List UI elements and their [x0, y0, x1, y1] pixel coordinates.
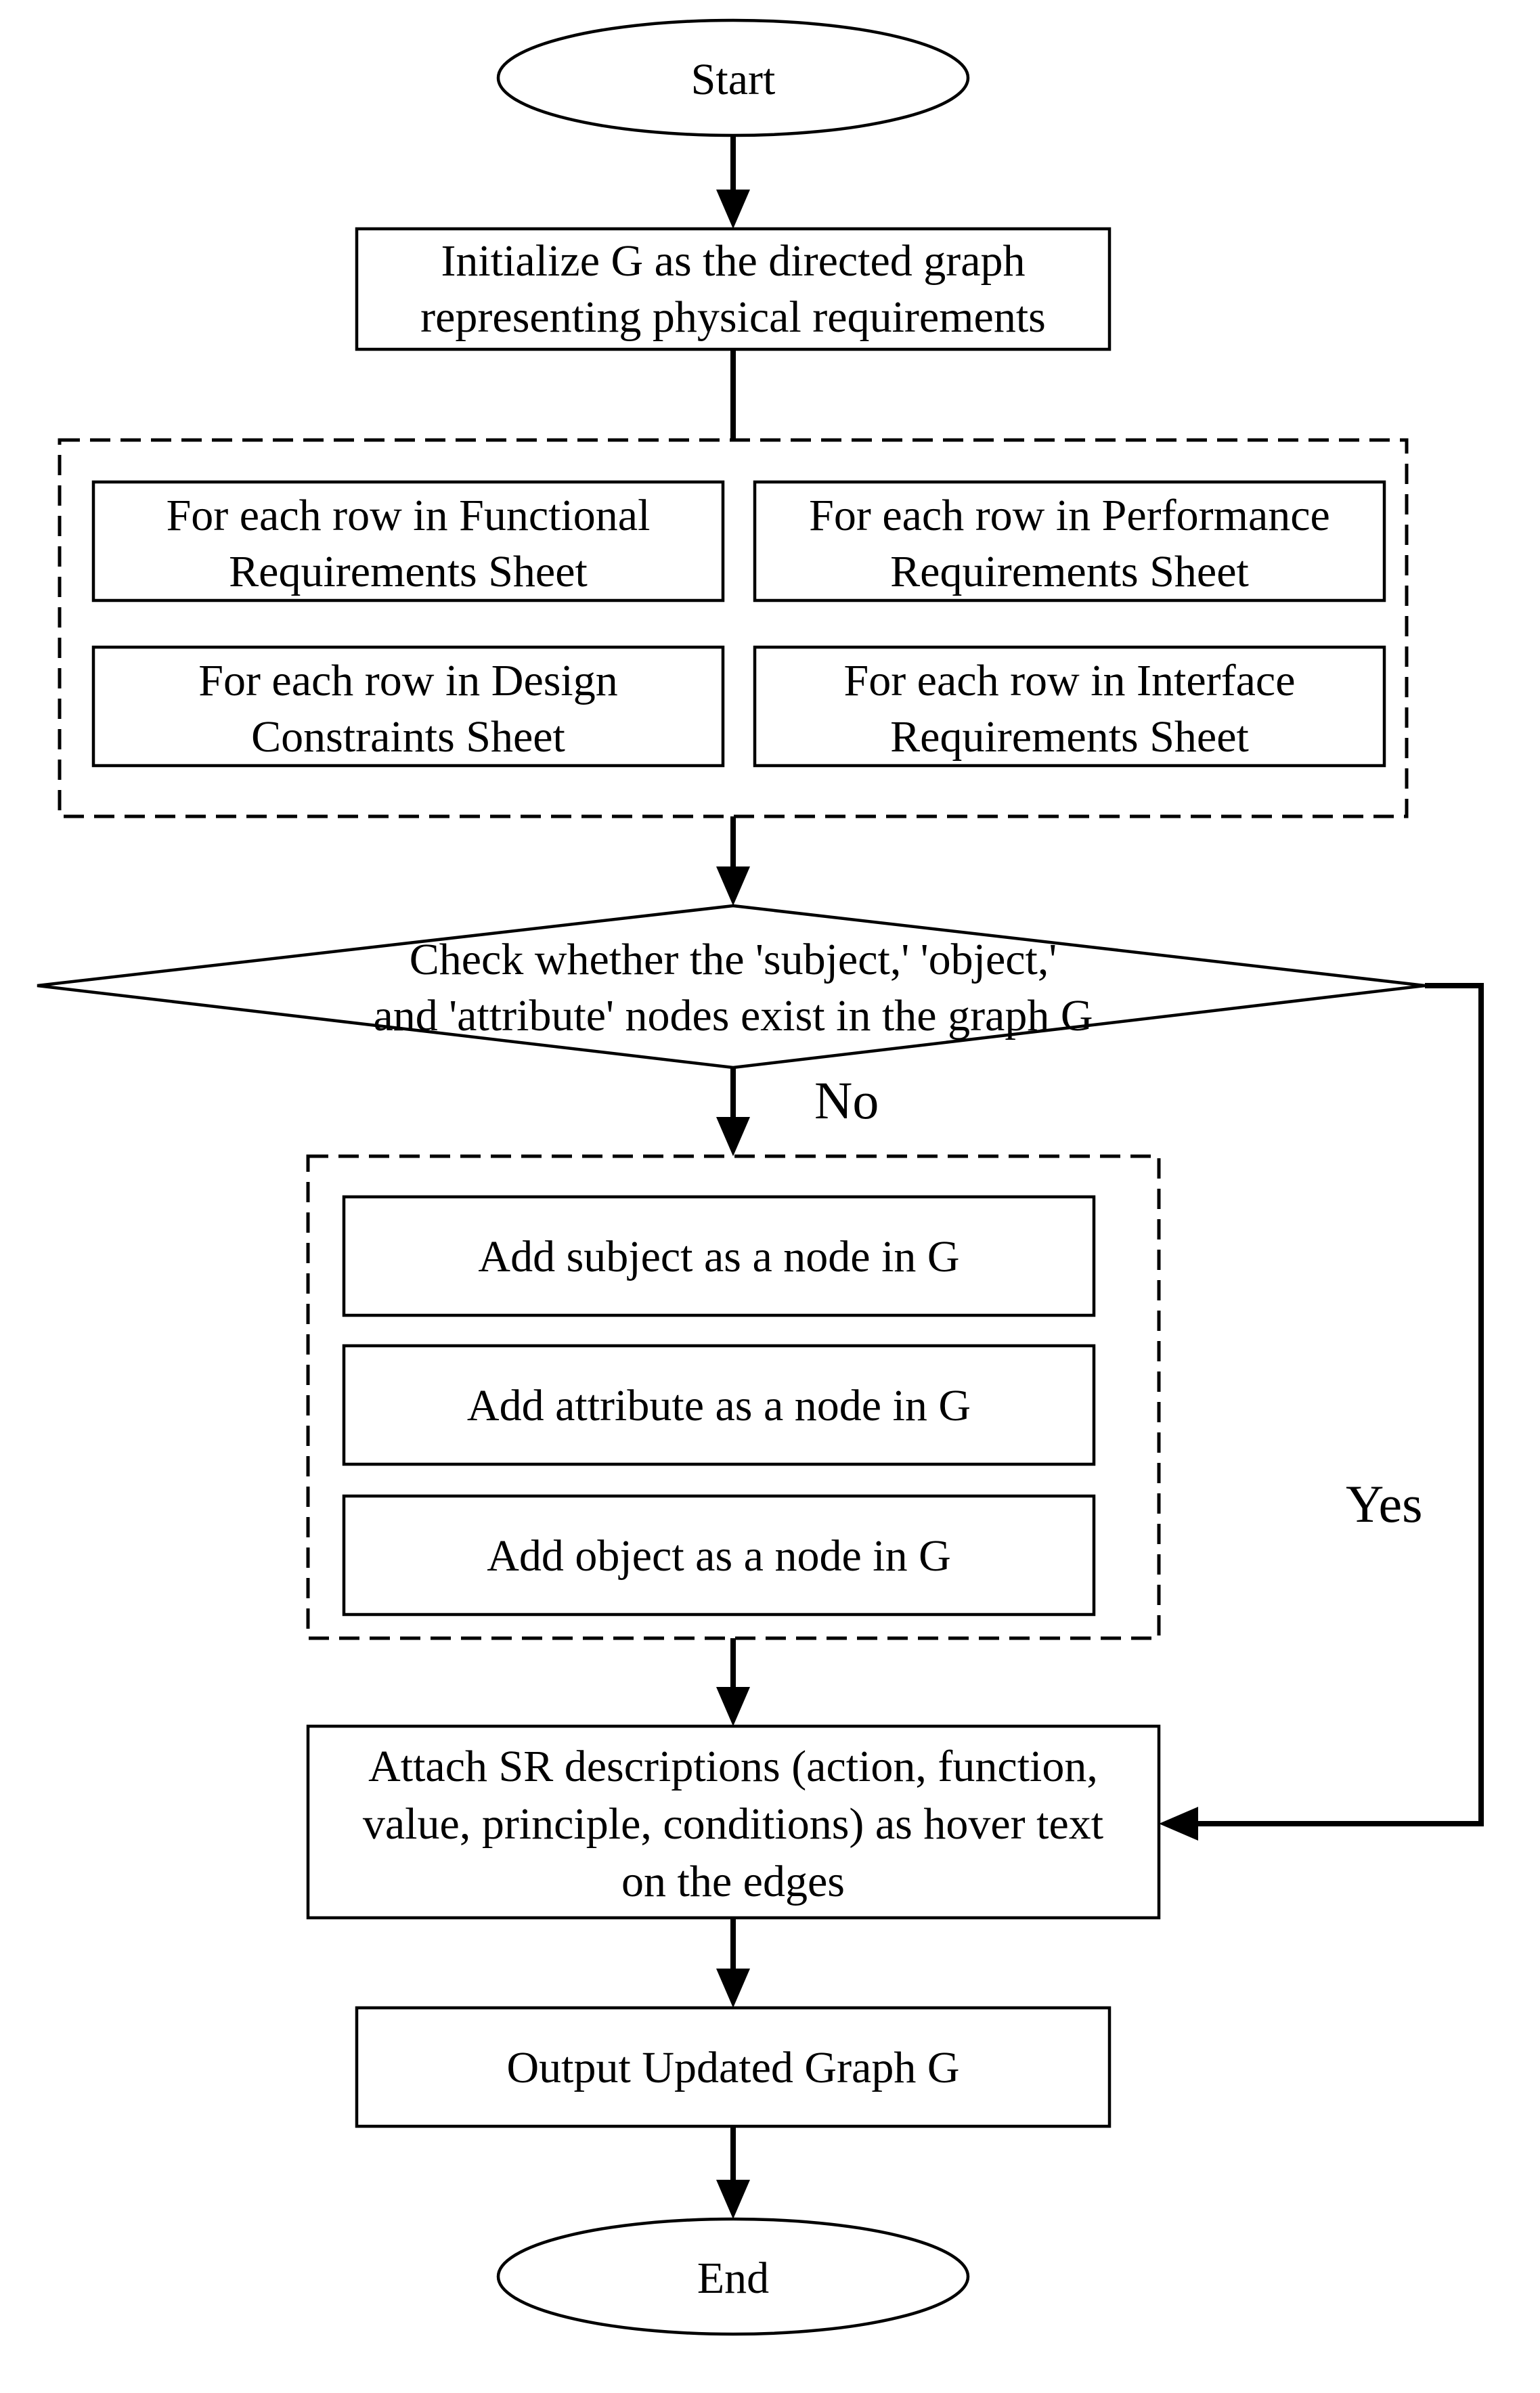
- initialize-line2: representing physical requirements: [420, 292, 1046, 342]
- sheets-group: For each row in Functional Requirements …: [58, 438, 1409, 818]
- add-object-box: [342, 1494, 1096, 1617]
- interface-sheet-line1: For each row in Interface: [844, 656, 1296, 705]
- decision-node: Check whether the 'subject,' 'object,' a…: [37, 904, 1426, 1070]
- functional-sheet-line1: For each row in Functional: [167, 491, 651, 540]
- output-box: [355, 2006, 1112, 2128]
- performance-sheet-node: For each row in Performance Requirements…: [753, 480, 1386, 602]
- interface-sheet-box: [753, 645, 1386, 768]
- design-sheet-line2: Constraints Sheet: [251, 712, 565, 762]
- output-label: Output Updated Graph G: [506, 2043, 959, 2092]
- end-label: End: [697, 2254, 769, 2303]
- add-object-label: Add object as a node in G: [487, 1531, 951, 1581]
- design-sheet-line1: For each row in Design: [198, 656, 618, 705]
- add-object-node: Add object as a node in G: [342, 1494, 1096, 1617]
- start-node: Start: [496, 18, 970, 137]
- functional-sheet-box: [91, 480, 725, 602]
- performance-sheet-line1: For each row in Performance: [809, 491, 1330, 540]
- output-node: Output Updated Graph G: [355, 2006, 1112, 2128]
- decision-line1: Check whether the 'subject,' 'object,': [410, 935, 1057, 984]
- start-terminator: [496, 18, 970, 137]
- design-sheet-box: [91, 645, 725, 768]
- attach-node: Attach SR descriptions (action, function…: [306, 1724, 1161, 1920]
- add-attribute-label: Add attribute as a node in G: [467, 1381, 971, 1430]
- attach-line3: on the edges: [621, 1857, 845, 1906]
- arrowhead-attach-to-output: [716, 1969, 750, 2008]
- add-subject-node: Add subject as a node in G: [342, 1195, 1096, 1317]
- start-label: Start: [691, 55, 776, 104]
- edge-decision-yes: [1198, 983, 1484, 1826]
- initialize-line1: Initialize G as the directed graph: [441, 236, 1025, 286]
- end-node: End: [496, 2217, 970, 2336]
- arrowhead-start-to-initialize: [716, 190, 750, 229]
- interface-sheet-line2: Requirements Sheet: [890, 712, 1249, 762]
- initialize-box: [355, 227, 1112, 351]
- initialize-node: Initialize G as the directed graph repre…: [355, 227, 1112, 351]
- performance-sheet-line2: Requirements Sheet: [890, 547, 1249, 596]
- attach-line2: value, principle, conditions) as hover t…: [363, 1799, 1103, 1849]
- design-sheet-node: For each row in Design Constraints Sheet: [91, 645, 725, 768]
- end-terminator: [496, 2217, 970, 2336]
- arrowhead-sheets-to-decision: [716, 866, 750, 906]
- arrowhead-decision-no: [716, 1117, 750, 1156]
- functional-sheet-node: For each row in Functional Requirements …: [91, 480, 725, 602]
- attach-box: [306, 1724, 1161, 1920]
- add-attribute-node: Add attribute as a node in G: [342, 1344, 1096, 1466]
- edges: [716, 135, 1484, 2219]
- no-branch-label: No: [814, 1071, 879, 1130]
- add-subject-box: [342, 1195, 1096, 1317]
- functional-sheet-line2: Requirements Sheet: [229, 547, 588, 596]
- arrowhead-decision-yes: [1159, 1807, 1198, 1841]
- decision-line2: and 'attribute' nodes exist in the graph…: [373, 991, 1093, 1040]
- performance-sheet-box: [753, 480, 1386, 602]
- sheets-group-border: [58, 438, 1409, 818]
- add-subject-label: Add subject as a node in G: [478, 1232, 959, 1281]
- decision-diamond: [37, 904, 1426, 1070]
- arrowhead-add-to-attach: [716, 1687, 750, 1726]
- yes-branch-label: Yes: [1346, 1474, 1423, 1533]
- add-nodes-group: Add subject as a node in G Add attribute…: [306, 1154, 1161, 1640]
- arrowhead-output-to-end: [716, 2180, 750, 2219]
- add-nodes-group-border: [306, 1154, 1161, 1640]
- add-attribute-box: [342, 1344, 1096, 1466]
- interface-sheet-node: For each row in Interface Requirements S…: [753, 645, 1386, 768]
- attach-line1: Attach SR descriptions (action, function…: [368, 1742, 1098, 1791]
